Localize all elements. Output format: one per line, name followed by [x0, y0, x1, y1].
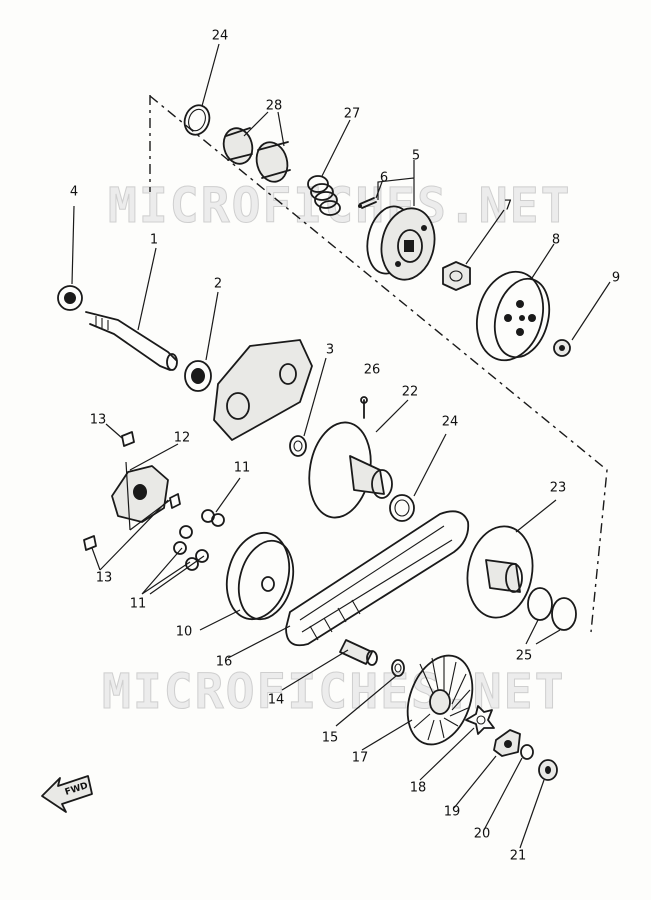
part-14-collar: [339, 639, 378, 666]
part-15-washer: [391, 659, 405, 677]
part-13-sliders: [83, 431, 181, 551]
callout-23: 23: [550, 481, 567, 496]
leader-lines: [71, 43, 611, 849]
part-7-nut: [442, 261, 471, 291]
callout-27: 27: [344, 107, 361, 122]
callout-9: 9: [612, 271, 620, 286]
callout-20: 20: [474, 827, 491, 842]
callout-labels: 24 28 27 5 6 7 8 9 4 1 2 3 26 22 24 13 1…: [70, 29, 620, 864]
part-10-primary-sheave: [225, 531, 295, 621]
callout-10: 10: [176, 625, 193, 640]
callout-18: 18: [410, 781, 427, 796]
callout-22: 22: [402, 385, 419, 400]
callout-8: 8: [552, 233, 560, 248]
part-3-washer: [289, 435, 307, 457]
assembly-boundary: [149, 95, 608, 633]
callout-19: 19: [444, 805, 461, 820]
callout-12: 12: [174, 431, 191, 446]
part-6-pin: [358, 197, 377, 209]
callout-11-top: 11: [234, 461, 251, 476]
callout-5: 5: [412, 149, 420, 164]
part-26-pin: [360, 396, 368, 419]
part-20-washer: [520, 744, 534, 760]
part-1-shaft: [85, 311, 178, 371]
part-24-oring-top: [183, 104, 211, 136]
callout-11-bottom: 11: [130, 597, 147, 612]
part-21-nut: [538, 759, 558, 781]
callout-16: 16: [216, 655, 233, 670]
callout-15: 15: [322, 731, 339, 746]
part-gear-case: [213, 339, 313, 441]
callout-28: 28: [266, 99, 283, 114]
callout-25: 25: [516, 649, 533, 664]
watermark-bottom: MICROFICHES.NET: [102, 664, 565, 720]
part-8-clutch-housing: [476, 270, 551, 362]
callout-13-top: 13: [90, 413, 107, 428]
fwd-arrow-icon: FWD: [41, 775, 93, 813]
callout-6: 6: [380, 171, 388, 186]
callout-24-lower: 24: [442, 415, 459, 430]
callout-1: 1: [150, 233, 158, 248]
part-23-secondary-sheave: [466, 525, 534, 619]
callout-14: 14: [268, 693, 285, 708]
callout-7: 7: [504, 199, 512, 214]
part-28-collars: [222, 127, 291, 183]
part-22-sliding-sheave: [308, 421, 393, 519]
part-17-fan: [406, 654, 474, 746]
callout-2: 2: [214, 277, 222, 292]
part-24-oring-lower: [389, 494, 415, 522]
part-27-spring: [307, 175, 341, 216]
part-12-cam: [111, 465, 169, 523]
callout-17: 17: [352, 751, 369, 766]
part-9-nut: [553, 339, 571, 357]
part-18-star-washer: [465, 705, 495, 735]
callout-26: 26: [364, 363, 381, 378]
part-2-bearing: [184, 360, 212, 392]
part-19-plate: [493, 729, 521, 757]
callout-3: 3: [326, 343, 334, 358]
part-16-v-belt: [285, 510, 470, 647]
part-11-weights: [173, 509, 225, 571]
callout-21: 21: [510, 849, 527, 864]
callout-24: 24: [212, 29, 229, 44]
callout-13-bottom: 13: [96, 571, 113, 586]
part-4-bearing: [57, 285, 83, 311]
part-25-orings: [527, 587, 577, 631]
part-5-clutch-assembly: [366, 205, 436, 281]
callout-4: 4: [70, 185, 78, 200]
